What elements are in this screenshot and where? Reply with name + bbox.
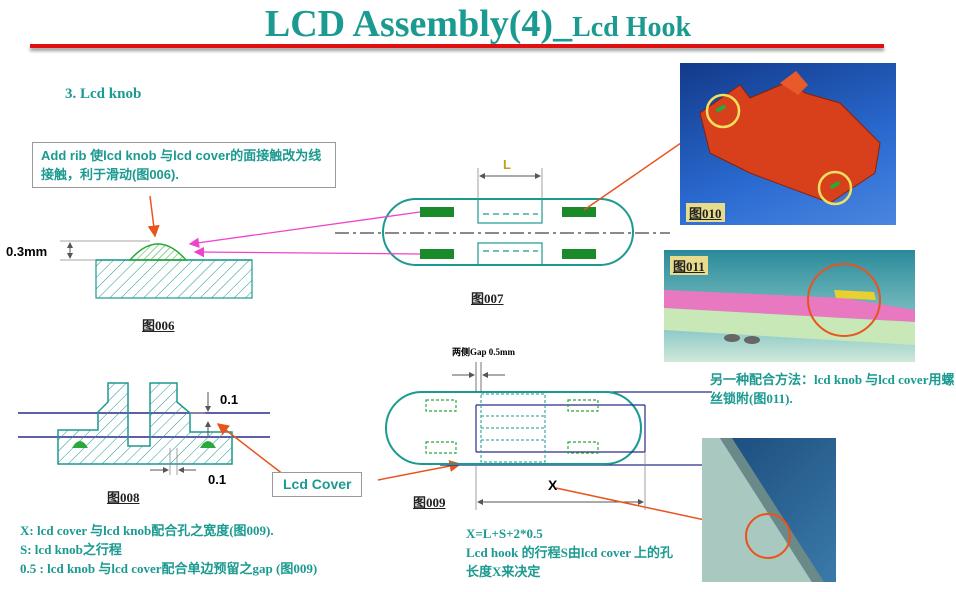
- fig007-drawing: [335, 168, 670, 266]
- note-gap: 0.5 : lcd knob 与lcd cover配合单边预留之gap (图00…: [20, 561, 318, 576]
- gap-label: 两侧Gap 0.5mm: [452, 347, 516, 357]
- fig008-drawing: [18, 382, 270, 475]
- caption-fig008: 图008: [107, 490, 140, 505]
- formula-block: X=L+S+2*0.5 Lcd hook 的行程S由lcd cover 上的孔长…: [466, 524, 686, 581]
- dim-0.1-top: 0.1: [220, 392, 239, 407]
- section-heading: 3. Lcd knob: [65, 86, 142, 102]
- note-s: S: lcd knob之行程: [20, 542, 122, 557]
- caption-fig007: 图007: [471, 291, 504, 306]
- title-main: LCD Assembly(4)_: [264, 3, 573, 45]
- notes-block: X: lcd cover 与lcd knob配合孔之宽度(图009). S: l…: [20, 521, 440, 578]
- fig009-drawing: [385, 362, 712, 510]
- screw-mount-render: [664, 263, 915, 345]
- dim-0.1-bottom: 0.1: [208, 472, 227, 487]
- page-title: LCD Assembly(4)_Lcd Hook: [0, 2, 956, 46]
- dim-L: L: [503, 157, 511, 172]
- dim-0.3mm: 0.3mm: [6, 244, 48, 259]
- caption-fig009: 图009: [413, 495, 446, 510]
- title-underline: [30, 44, 884, 48]
- dim-X: X: [548, 477, 558, 493]
- caption-fig010: 图010: [686, 203, 725, 222]
- hook-closeup-render: [702, 438, 824, 582]
- caption-fig011: 图011: [670, 256, 708, 275]
- formula-desc: Lcd hook 的行程S由lcd cover 上的孔长度X来决定: [466, 545, 674, 579]
- rib-callout: Add rib 使lcd knob 与lcd cover的面接触改为线接触，利于…: [32, 142, 336, 188]
- fig006-drawing: [60, 240, 253, 299]
- photo-hook-closeup: [702, 438, 836, 582]
- lcd-knob-render: [699, 71, 881, 206]
- lcd-cover-callout: Lcd Cover: [272, 472, 363, 497]
- title-sub: Lcd Hook: [572, 12, 692, 43]
- alt-method-text: 另一种配合方法：lcd knob 与lcd cover用螺丝锁附(图011).: [710, 372, 955, 406]
- caption-fig006: 图006: [142, 318, 175, 333]
- formula: X=L+S+2*0.5: [466, 526, 543, 541]
- photo-fig010: 图010: [680, 63, 896, 225]
- photo-fig011: 图011: [664, 250, 915, 362]
- note-x: X: lcd cover 与lcd knob配合孔之宽度(图009).: [20, 523, 274, 538]
